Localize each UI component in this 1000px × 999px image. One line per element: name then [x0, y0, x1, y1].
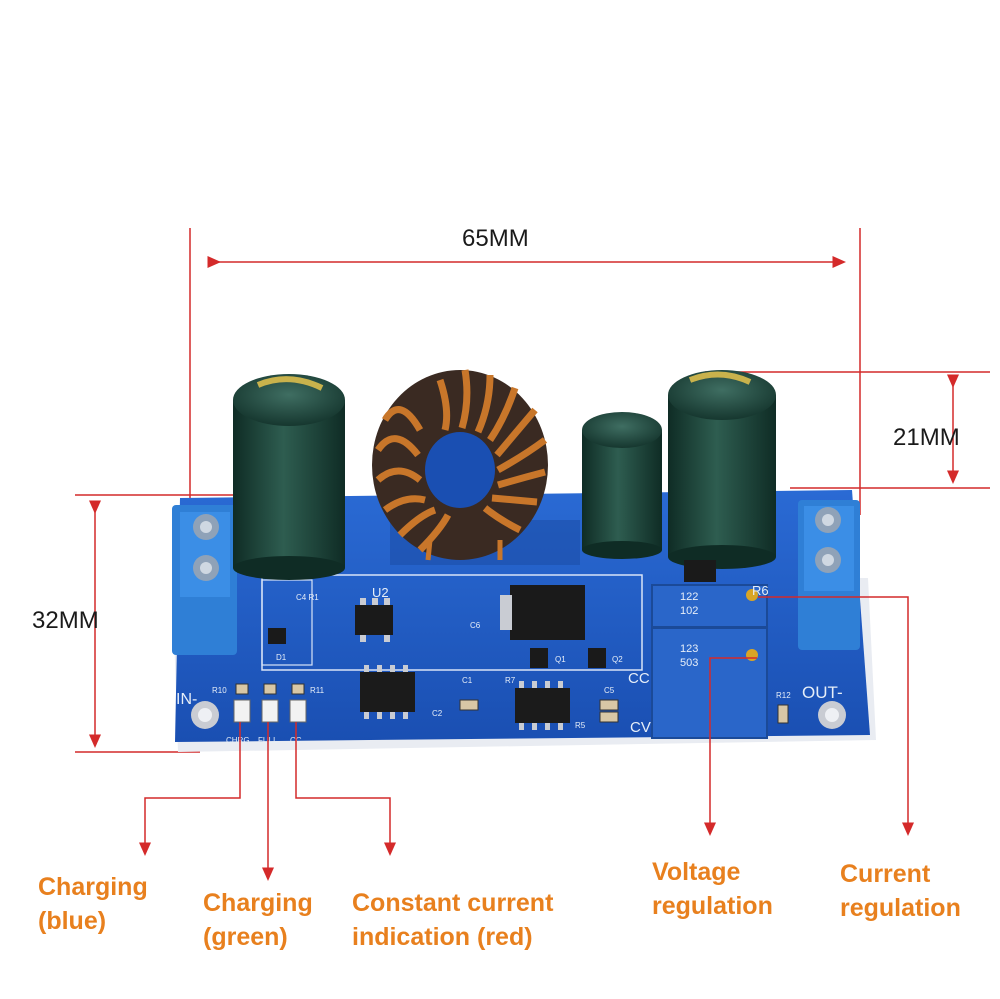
- silk-c1: C1: [462, 676, 473, 685]
- silk-pot1-value: 122: [680, 591, 698, 603]
- mosfet-to252: [500, 585, 585, 640]
- silk-r6: R6: [752, 583, 769, 598]
- silk-cv: CV: [630, 719, 651, 736]
- silk-q1: Q1: [555, 655, 566, 664]
- callout-charging-green: Charging (green): [203, 889, 313, 951]
- input-terminal-block: [172, 505, 237, 655]
- silk-c2: C2: [432, 709, 443, 718]
- toroid-inductor: [372, 369, 580, 565]
- input-capacitor: [233, 374, 345, 580]
- soic8-ic-right: [515, 681, 570, 730]
- u2-regulator-ic: [355, 598, 393, 642]
- output-terminal-block: [798, 500, 860, 650]
- silk-r5: R5: [575, 721, 586, 730]
- silk-c6: C6: [470, 621, 481, 630]
- silk-in-minus: IN-: [176, 691, 197, 708]
- silk-pot2-code: 503: [680, 657, 698, 669]
- silk-pot1-code: 102: [680, 605, 698, 617]
- callout-current-regulation: Current regulation: [840, 860, 961, 922]
- callout-charging-blue: Charging (blue): [38, 873, 148, 935]
- silk-c4r1: C4 R1: [296, 593, 319, 602]
- dimension-lines: [75, 228, 990, 753]
- silk-r12: R12: [776, 691, 791, 700]
- silk-r10: R10: [212, 686, 227, 695]
- component-height-dimension-label: 21MM: [893, 424, 960, 451]
- soic8-ic-left: [360, 665, 415, 719]
- output-capacitor-large: [668, 370, 776, 569]
- callout-pointers: [139, 596, 914, 881]
- silk-r7: R7: [505, 676, 516, 685]
- silk-q2: Q2: [612, 655, 623, 664]
- silk-u2: U2: [372, 585, 389, 600]
- silk-c5: C5: [604, 686, 615, 695]
- width-dimension-label: 65MM: [462, 225, 529, 252]
- silk-out-minus: OUT-: [802, 683, 843, 702]
- silk-d1: D1: [276, 653, 287, 662]
- pcb-module: [172, 369, 876, 752]
- silk-pot2-value: 123: [680, 643, 698, 655]
- output-capacitor-small: [582, 412, 662, 559]
- led-row: [233, 683, 307, 723]
- silk-r11: R11: [310, 686, 325, 695]
- silk-cc: CC: [628, 670, 650, 687]
- height-dimension-label: 32MM: [32, 607, 99, 634]
- silk-led-chrg: CHRG: [226, 736, 250, 745]
- callout-voltage-regulation: Voltage regulation: [652, 858, 773, 920]
- callout-constant-current: Constant current indication (red): [352, 889, 554, 951]
- potentiometer-current: [651, 584, 768, 628]
